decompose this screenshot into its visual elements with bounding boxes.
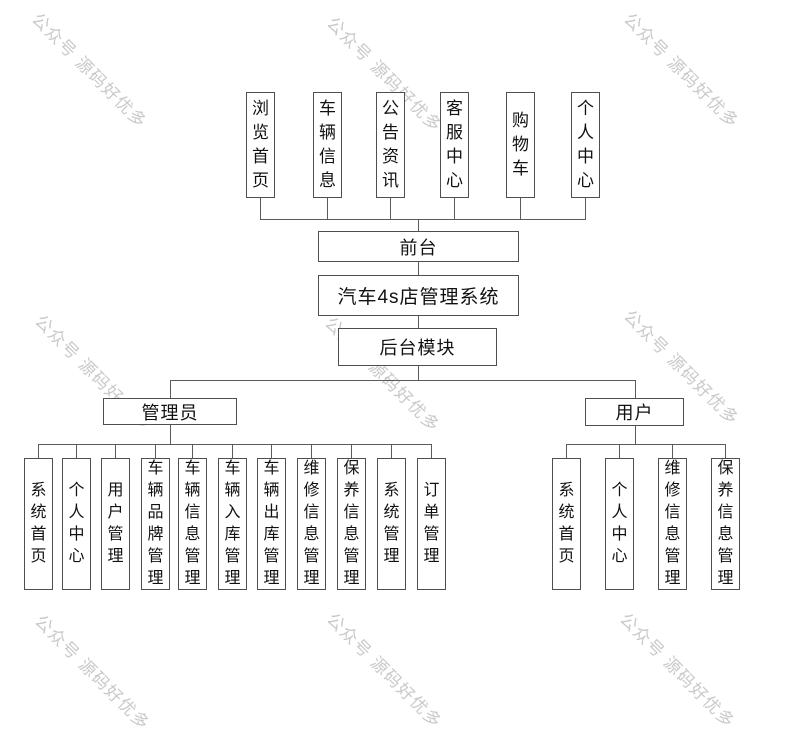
watermark: 公众号 源码好优多	[620, 9, 743, 133]
connector-line	[418, 316, 419, 328]
connector-line	[38, 444, 39, 458]
node-system-mgmt: 系统管理	[377, 458, 406, 590]
connector-line	[431, 444, 432, 458]
node-maintenance-info-mgmt: 保养信息管理	[337, 458, 366, 590]
watermark: 公众号 源码好优多	[323, 609, 446, 733]
connector-line	[170, 380, 636, 381]
node-vehicle-inbound-mgmt: 车辆入库管理	[218, 458, 247, 590]
connector-line	[520, 198, 521, 219]
node-user-management: 用户管理	[101, 458, 130, 590]
node-vehicle-info: 车辆信息	[313, 92, 342, 198]
connector-line	[311, 444, 312, 458]
node-announcements: 公告资讯	[376, 92, 405, 198]
connector-line	[585, 198, 586, 219]
node-admin-personal-center: 个人中心	[62, 458, 91, 590]
connector-line	[192, 444, 193, 458]
node-user-maintenance-info-mgmt: 保养信息管理	[711, 458, 740, 590]
connector-line	[351, 444, 352, 458]
node-order-mgmt: 订单管理	[417, 458, 446, 590]
connector-line	[170, 380, 171, 398]
connector-line	[390, 198, 391, 219]
node-browse-home: 浏览首页	[246, 92, 275, 198]
connector-line	[725, 444, 726, 458]
node-user-repair-info-mgmt: 维修信息管理	[658, 458, 687, 590]
connector-line	[619, 444, 620, 458]
node-system-root: 汽车4s店管理系统	[318, 275, 519, 316]
connector-line	[260, 219, 586, 220]
connector-line	[454, 198, 455, 219]
connector-line	[260, 198, 261, 219]
connector-line	[566, 444, 567, 458]
connector-line	[418, 219, 419, 232]
node-vehicle-brand-mgmt: 车辆品牌管理	[141, 458, 170, 590]
connector-line	[418, 366, 419, 380]
connector-line	[672, 444, 673, 458]
connector-line	[38, 444, 432, 445]
node-user-home: 系统首页	[552, 458, 581, 590]
connector-line	[271, 444, 272, 458]
connector-line	[635, 380, 636, 398]
connector-line	[391, 444, 392, 458]
node-vehicle-outbound-mgmt: 车辆出库管理	[257, 458, 286, 590]
connector-line	[115, 444, 116, 458]
watermark: 公众号 源码好优多	[31, 611, 154, 733]
node-backend-module: 后台模块	[338, 328, 497, 366]
node-shopping-cart: 购物车	[506, 92, 535, 198]
watermark: 公众号 源码好优多	[616, 609, 739, 733]
watermark: 公众号 源码好优多	[28, 9, 151, 133]
connector-line	[155, 444, 156, 458]
connector-line	[418, 262, 419, 275]
node-admin-home: 系统首页	[24, 458, 53, 590]
connector-line	[566, 444, 726, 445]
node-vehicle-info-mgmt: 车辆信息管理	[178, 458, 207, 590]
node-admin: 管理员	[103, 398, 237, 425]
node-repair-info-mgmt: 维修信息管理	[297, 458, 326, 590]
connector-line	[170, 425, 171, 444]
node-service-center: 客服中心	[440, 92, 469, 198]
node-personal-center: 个人中心	[571, 92, 600, 198]
connector-line	[635, 426, 636, 444]
connector-line	[232, 444, 233, 458]
connector-line	[327, 198, 328, 219]
node-front-desk: 前台	[318, 231, 519, 262]
connector-line	[76, 444, 77, 458]
node-user: 用户	[585, 398, 684, 426]
node-user-personal-center: 个人中心	[605, 458, 634, 590]
